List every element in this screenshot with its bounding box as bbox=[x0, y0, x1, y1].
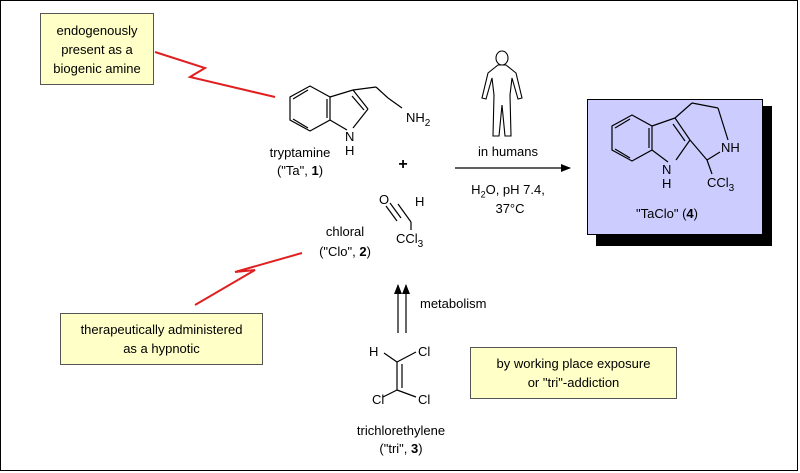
callout-line: biogenic amine bbox=[53, 60, 141, 76]
product-trichloromethyl-label: CCl3 bbox=[707, 175, 735, 194]
chloral-structure bbox=[385, 202, 412, 230]
tryptamine-structure bbox=[289, 85, 403, 132]
callout-hypnotic: therapeutically administered as a hypnot… bbox=[60, 313, 263, 365]
human-figure-icon bbox=[481, 50, 523, 137]
chloral-hydrogen-label: H bbox=[415, 194, 424, 209]
product-box bbox=[587, 99, 763, 235]
trichloroethylene-structure bbox=[382, 351, 417, 398]
callout-line: present as a bbox=[61, 41, 133, 57]
product-hydrogen-label: H bbox=[662, 176, 671, 191]
trichloroethylene-abbreviation: ("tri", 3) bbox=[379, 441, 423, 456]
callout-line: by working place exposure bbox=[496, 356, 651, 371]
trichloroethylene-chlorine-label: Cl bbox=[418, 344, 430, 359]
product-nitrogen-label: N bbox=[662, 162, 671, 177]
tryptamine-abbreviation: ("Ta", 1) bbox=[276, 163, 324, 178]
tryptamine-amine-label: NH2 bbox=[406, 110, 431, 129]
trichloroethylene-chlorine-label: Cl bbox=[418, 392, 430, 407]
product-amine-label: NH bbox=[721, 140, 740, 155]
callout-exposure: by working place exposure or "tri"-addic… bbox=[470, 347, 677, 399]
callout-line: endogenously bbox=[56, 22, 138, 38]
product-structure bbox=[611, 102, 729, 175]
metabolism-label: metabolism bbox=[420, 296, 487, 311]
tryptamine-hydrogen-label: H bbox=[345, 143, 354, 158]
connector-squiggle-hypnotic bbox=[194, 252, 303, 306]
chloral-trichloromethyl-label: CCl3 bbox=[396, 231, 424, 250]
callout-line: or "tri"-addiction bbox=[527, 375, 620, 390]
plus-sign: + bbox=[398, 156, 408, 173]
chloral-oxygen-label: O bbox=[379, 192, 389, 207]
trichloroethylene-hydrogen-label: H bbox=[369, 344, 378, 359]
reaction-condition-temperature: 37°C bbox=[495, 201, 525, 216]
chloral-abbreviation: ("Clo", 2) bbox=[319, 244, 371, 259]
tryptamine-nitrogen-label: N bbox=[345, 129, 354, 144]
product-name: "TaClo" (4) bbox=[636, 206, 698, 221]
connector-squiggle-biogenic bbox=[154, 51, 276, 98]
chloral-name: chloral bbox=[325, 224, 365, 239]
trichloroethylene-name: trichlorethylene bbox=[356, 423, 446, 438]
reaction-condition-solvent: H2O, pH 7.4, bbox=[471, 182, 545, 200]
trichloroethylene-chlorine-label: Cl bbox=[372, 392, 384, 407]
callout-biogenic-amine: endogenously present as a biogenic amine bbox=[40, 13, 154, 85]
reaction-condition-humans: in humans bbox=[478, 144, 538, 159]
callout-line: therapeutically administered bbox=[80, 322, 243, 337]
callout-line: as a hypnotic bbox=[123, 341, 200, 356]
tryptamine-name: tryptamine bbox=[269, 145, 331, 160]
